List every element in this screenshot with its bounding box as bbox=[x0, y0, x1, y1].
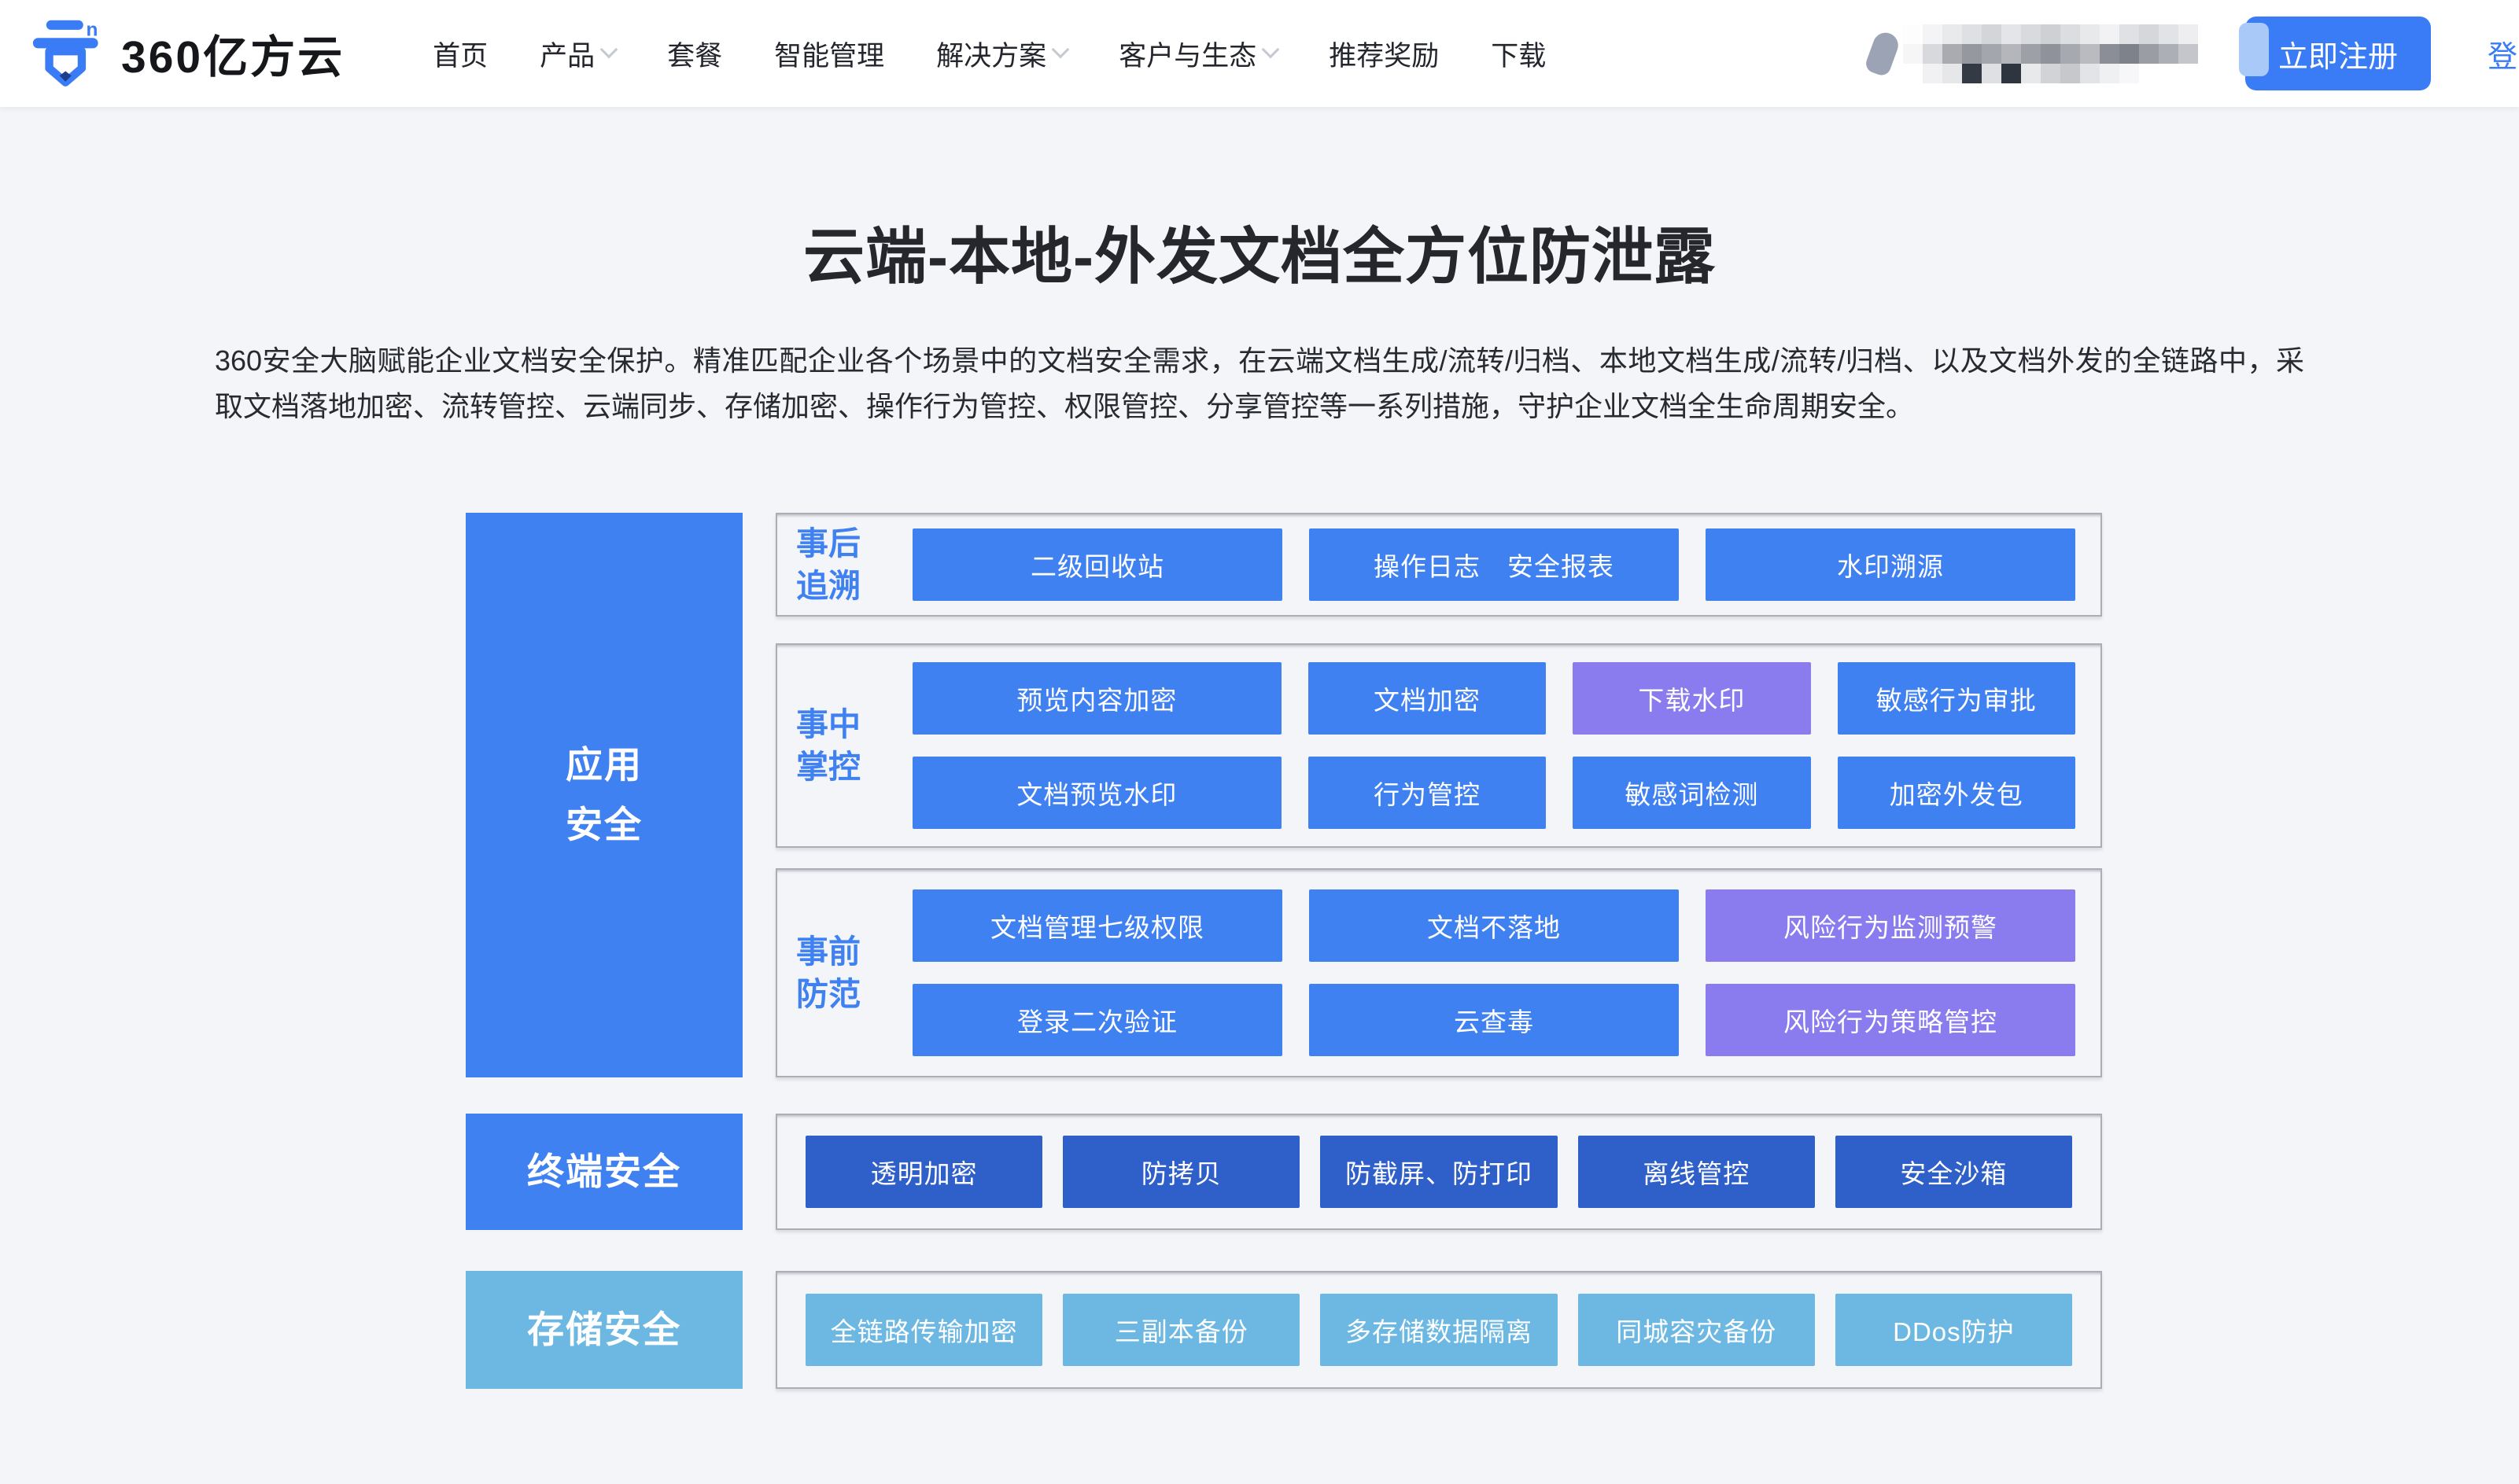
feature-cell: 下载水印 bbox=[1573, 662, 1811, 735]
side-label-storage: 存储安全 bbox=[466, 1271, 743, 1389]
feature-cell: 文档预览水印 bbox=[913, 757, 1282, 829]
nav-item-label: 智能管理 bbox=[774, 40, 885, 72]
feature-cell: 离线管控 bbox=[1577, 1136, 1815, 1208]
feature-cell: 敏感词检测 bbox=[1573, 757, 1811, 829]
diagram-side-column: 应用安全终端安全存储安全 bbox=[466, 513, 743, 1389]
nav-item-label: 下载 bbox=[1491, 40, 1547, 72]
nav-item-label: 产品 bbox=[540, 40, 596, 72]
chevron-down-icon bbox=[599, 40, 618, 59]
side-label-terminal: 终端安全 bbox=[466, 1114, 743, 1230]
chevron-down-icon bbox=[1051, 40, 1070, 59]
feature-cell: 水印溯源 bbox=[1706, 528, 2075, 601]
nav-item-label: 套餐 bbox=[667, 40, 723, 72]
nav-item-1[interactable]: 首页 bbox=[433, 34, 488, 74]
feature-cell: 多存储数据隔离 bbox=[1320, 1294, 1558, 1366]
censor-mosaic bbox=[1902, 24, 2198, 83]
nav-item-6[interactable]: 客户与生态 bbox=[1119, 34, 1280, 74]
group-after: 事后追溯二级回收站操作日志 安全报表水印溯源 bbox=[776, 513, 2102, 617]
feature-cell: 行为管控 bbox=[1307, 757, 1547, 829]
feature-cell: 透明加密 bbox=[806, 1136, 1043, 1208]
feature-cell: 文档加密 bbox=[1307, 662, 1547, 735]
brand-name: 360亿方云 bbox=[121, 32, 345, 83]
nav-item-5[interactable]: 解决方案 bbox=[936, 34, 1070, 74]
group-during: 事中掌控预览内容加密文档加密下载水印敏感行为审批文档预览水印行为管控敏感词检测加… bbox=[776, 643, 2102, 848]
feature-cell: 二级回收站 bbox=[913, 528, 1282, 601]
diagram-groups: 事后追溯二级回收站操作日志 安全报表水印溯源事中掌控预览内容加密文档加密下载水印… bbox=[776, 513, 2102, 1389]
main-nav: 首页 产品 套餐 智能管理 解决方案 客户与生态 推荐奖励 下载 bbox=[433, 34, 1546, 74]
brand-shield-cloud-icon: n bbox=[32, 19, 98, 87]
feature-cell: 敏感行为审批 bbox=[1837, 662, 2076, 735]
feature-cell: 预览内容加密 bbox=[913, 662, 1282, 735]
brand-logo[interactable]: n 360亿方云 bbox=[31, 17, 345, 90]
feature-cell: 三副本备份 bbox=[1063, 1294, 1300, 1366]
svg-text:n: n bbox=[87, 19, 98, 40]
page-description: 360安全大脑赋能企业文档安全保护。精准匹配企业各个场景中的文档安全需求，在云端… bbox=[215, 344, 2304, 422]
group-label-during: 事中掌控 bbox=[796, 706, 861, 785]
blurred-phone-number bbox=[1863, 24, 2198, 83]
group-label-before: 事前防范 bbox=[796, 933, 861, 1012]
feature-cell: 同城容灾备份 bbox=[1577, 1294, 1815, 1366]
nav-item-3[interactable]: 套餐 bbox=[667, 34, 722, 74]
feature-cell: 风险行为策略管控 bbox=[1706, 984, 2075, 1056]
nav-item-2[interactable]: 产品 bbox=[540, 34, 618, 74]
nav-item-4[interactable]: 智能管理 bbox=[774, 34, 884, 74]
feature-cell: 全链路传输加密 bbox=[806, 1294, 1043, 1366]
security-diagram: 应用安全终端安全存储安全 事后追溯二级回收站操作日志 安全报表水印溯源事中掌控预… bbox=[466, 513, 2102, 1389]
register-label: 立即注册 bbox=[2277, 40, 2398, 74]
nav-item-label: 推荐奖励 bbox=[1329, 40, 1440, 72]
group-storage: 全链路传输加密三副本备份多存储数据隔离同城容灾备份 DDos防护 bbox=[776, 1271, 2102, 1389]
nav-item-8[interactable]: 下载 bbox=[1491, 34, 1546, 74]
group-before: 事前防范文档管理七级权限文档不落地风险行为监测预警登录二次验证云查毒风险行为策略… bbox=[776, 868, 2102, 1077]
login-link[interactable]: 登录 bbox=[2487, 40, 2519, 74]
feature-cell: 加密外发包 bbox=[1837, 757, 2076, 829]
feature-cell: 文档管理七级权限 bbox=[913, 889, 1282, 962]
top-nav: n 360亿方云 首页 产品 套餐 智能管理 解决方案 客户与生态 推荐奖励 下载 立即注册 … bbox=[0, 0, 2519, 107]
nav-right: 立即注册 登录 bbox=[1863, 17, 2519, 90]
side-label-app: 应用安全 bbox=[466, 513, 743, 1077]
nav-item-label: 解决方案 bbox=[936, 40, 1047, 72]
feature-cell: DDos防护 bbox=[1835, 1294, 2073, 1366]
nav-item-label: 客户与生态 bbox=[1119, 40, 1257, 72]
feature-cell: 安全沙箱 bbox=[1835, 1136, 2073, 1208]
nav-item-label: 首页 bbox=[433, 40, 489, 72]
main-content: 云端-本地-外发文档全方位防泄露 360安全大脑赋能企业文档安全保护。精准匹配企… bbox=[0, 208, 2519, 1389]
group-label-after: 事后追溯 bbox=[796, 525, 861, 604]
feature-cell: 防拷贝 bbox=[1063, 1136, 1300, 1208]
phone-icon bbox=[1863, 28, 1902, 78]
feature-cell: 防截屏、防打印 bbox=[1320, 1136, 1558, 1208]
feature-cell: 登录二次验证 bbox=[913, 984, 1282, 1056]
feature-cell: 云查毒 bbox=[1309, 984, 1679, 1056]
feature-cell: 文档不落地 bbox=[1309, 889, 1679, 962]
page-title: 云端-本地-外发文档全方位防泄露 bbox=[803, 222, 1716, 291]
feature-cell: 操作日志 安全报表 bbox=[1309, 528, 1679, 601]
censor-artifact bbox=[2238, 23, 2269, 76]
feature-cell: 风险行为监测预警 bbox=[1706, 889, 2075, 962]
register-button[interactable]: 立即注册 bbox=[2238, 17, 2431, 90]
group-terminal: 透明加密防拷贝防截屏、防打印离线管控安全沙箱 bbox=[776, 1114, 2102, 1230]
nav-item-7[interactable]: 推荐奖励 bbox=[1329, 34, 1439, 74]
chevron-down-icon bbox=[1261, 40, 1280, 59]
